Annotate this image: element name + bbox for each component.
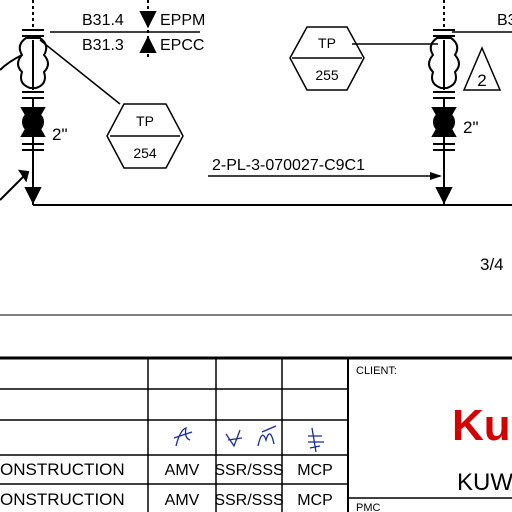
spec-break-icon	[50, 0, 200, 60]
row1-app: MCP	[297, 462, 333, 479]
signature-app	[308, 427, 324, 453]
piping-diagram	[0, 0, 512, 206]
tp-254-hexagon	[106, 103, 184, 169]
signature-marks	[173, 425, 324, 453]
row2-description: ONSTRUCTION	[0, 490, 125, 509]
signature-chk-1	[225, 429, 243, 448]
valve-size-left: 2"	[52, 125, 68, 144]
left-diagonal-line	[0, 174, 26, 201]
spec-code-1: B31.4	[82, 12, 124, 29]
tp-255-top: TP	[318, 35, 336, 51]
row1-by: AMV	[165, 462, 200, 479]
pmc-label: PMC	[356, 502, 381, 512]
revision-number: 2	[477, 71, 486, 90]
left-strainer-symbol	[17, 29, 49, 99]
left-ball-valve-icon	[20, 98, 46, 205]
title-block	[0, 356, 512, 512]
leader-line-tp254	[39, 39, 121, 105]
client-label: CLIENT:	[356, 365, 397, 377]
tp-254-top: TP	[136, 113, 154, 129]
client-logo: Ku	[452, 401, 511, 450]
row2-app: MCP	[297, 492, 333, 509]
signature-by	[173, 427, 193, 447]
row2-by: AMV	[165, 492, 200, 509]
spec-text-1: EPPM	[160, 12, 205, 29]
tp-255-hexagon	[289, 26, 365, 91]
row2-chk: SSR/SSS	[214, 492, 283, 509]
left-branch-curve	[0, 54, 23, 71]
row1-chk: SSR/SSS	[214, 462, 283, 479]
client-name: KUW	[457, 469, 512, 496]
spec-code-2: B31.3	[82, 37, 124, 54]
spec-text-2: EPCC	[160, 37, 204, 54]
right-spec-code-partial: B3	[497, 12, 512, 29]
tp-255-number: 255	[315, 67, 339, 83]
right-strainer-symbol	[428, 29, 460, 99]
valve-size-right: 2"	[463, 118, 479, 137]
line-number-label: 2-PL-3-070027-C9C1	[212, 157, 365, 174]
sheet-reference: 3/4	[480, 255, 504, 274]
signature-chk-2	[257, 425, 277, 447]
tp-254-number: 254	[133, 145, 157, 161]
row1-description: ONSTRUCTION	[0, 460, 125, 479]
revision-triangle-icon	[462, 46, 502, 91]
right-ball-valve-icon	[431, 98, 457, 205]
